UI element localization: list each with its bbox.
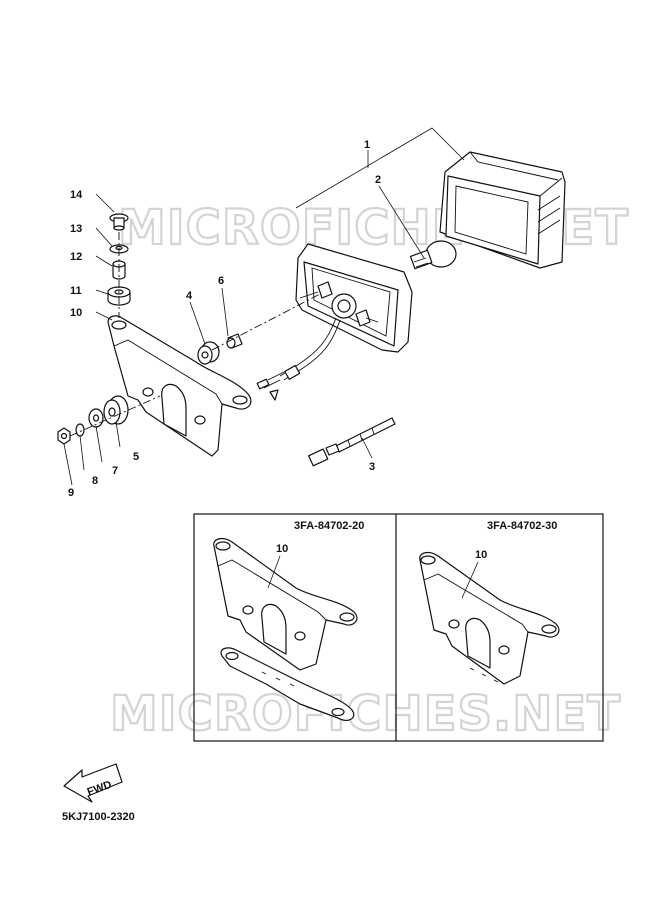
variant-leader-1	[267, 555, 281, 589]
fwd-arrow-icon: FWD	[63, 763, 123, 803]
lock-washer-8[interactable]	[75, 423, 85, 437]
variant-code-1: 3FA-84702-20	[294, 520, 364, 532]
callout-7: 7	[112, 465, 118, 477]
callout-9: 9	[68, 487, 74, 499]
collar-6[interactable]	[226, 333, 243, 349]
cable-tie[interactable]	[308, 417, 396, 467]
variant-callout-2: 10	[475, 549, 487, 561]
callout-2: 2	[375, 174, 381, 186]
callout-1: 1	[364, 139, 370, 151]
variant-code-2: 3FA-84702-30	[487, 520, 557, 532]
callout-13: 13	[70, 223, 82, 235]
callout-14: 14	[70, 189, 83, 201]
bracket-main[interactable]	[107, 315, 252, 457]
variant-box	[193, 513, 604, 742]
wire-harness	[256, 317, 341, 401]
watermark-bottom: MICROFICHES.NET	[110, 686, 621, 742]
bracket-variant-1[interactable]	[213, 537, 358, 722]
leader-lines	[63, 127, 465, 486]
nut-9[interactable]	[57, 427, 71, 445]
bulb[interactable]	[409, 240, 457, 270]
callout-4: 4	[186, 290, 193, 302]
variant-leader-2	[461, 561, 479, 599]
callout-6: 6	[218, 275, 224, 287]
taillight-lens[interactable]	[439, 151, 566, 269]
diagram-code: 5KJ7100-2320	[62, 811, 135, 823]
callout-5: 5	[133, 451, 139, 463]
callout-12: 12	[70, 251, 82, 263]
taillight-housing[interactable]	[295, 243, 413, 353]
bracket-variant-2[interactable]	[419, 551, 560, 685]
callout-11: 11	[70, 285, 82, 297]
grommet-5[interactable]	[103, 395, 129, 425]
callout-3: 3	[369, 461, 375, 473]
grommet-4[interactable]	[197, 341, 220, 365]
callout-8: 8	[92, 475, 98, 487]
bolt-14[interactable]	[109, 213, 129, 231]
variant-callout-1: 10	[276, 543, 288, 555]
assembly-lines	[69, 232, 321, 437]
callout-10: 10	[70, 307, 82, 319]
